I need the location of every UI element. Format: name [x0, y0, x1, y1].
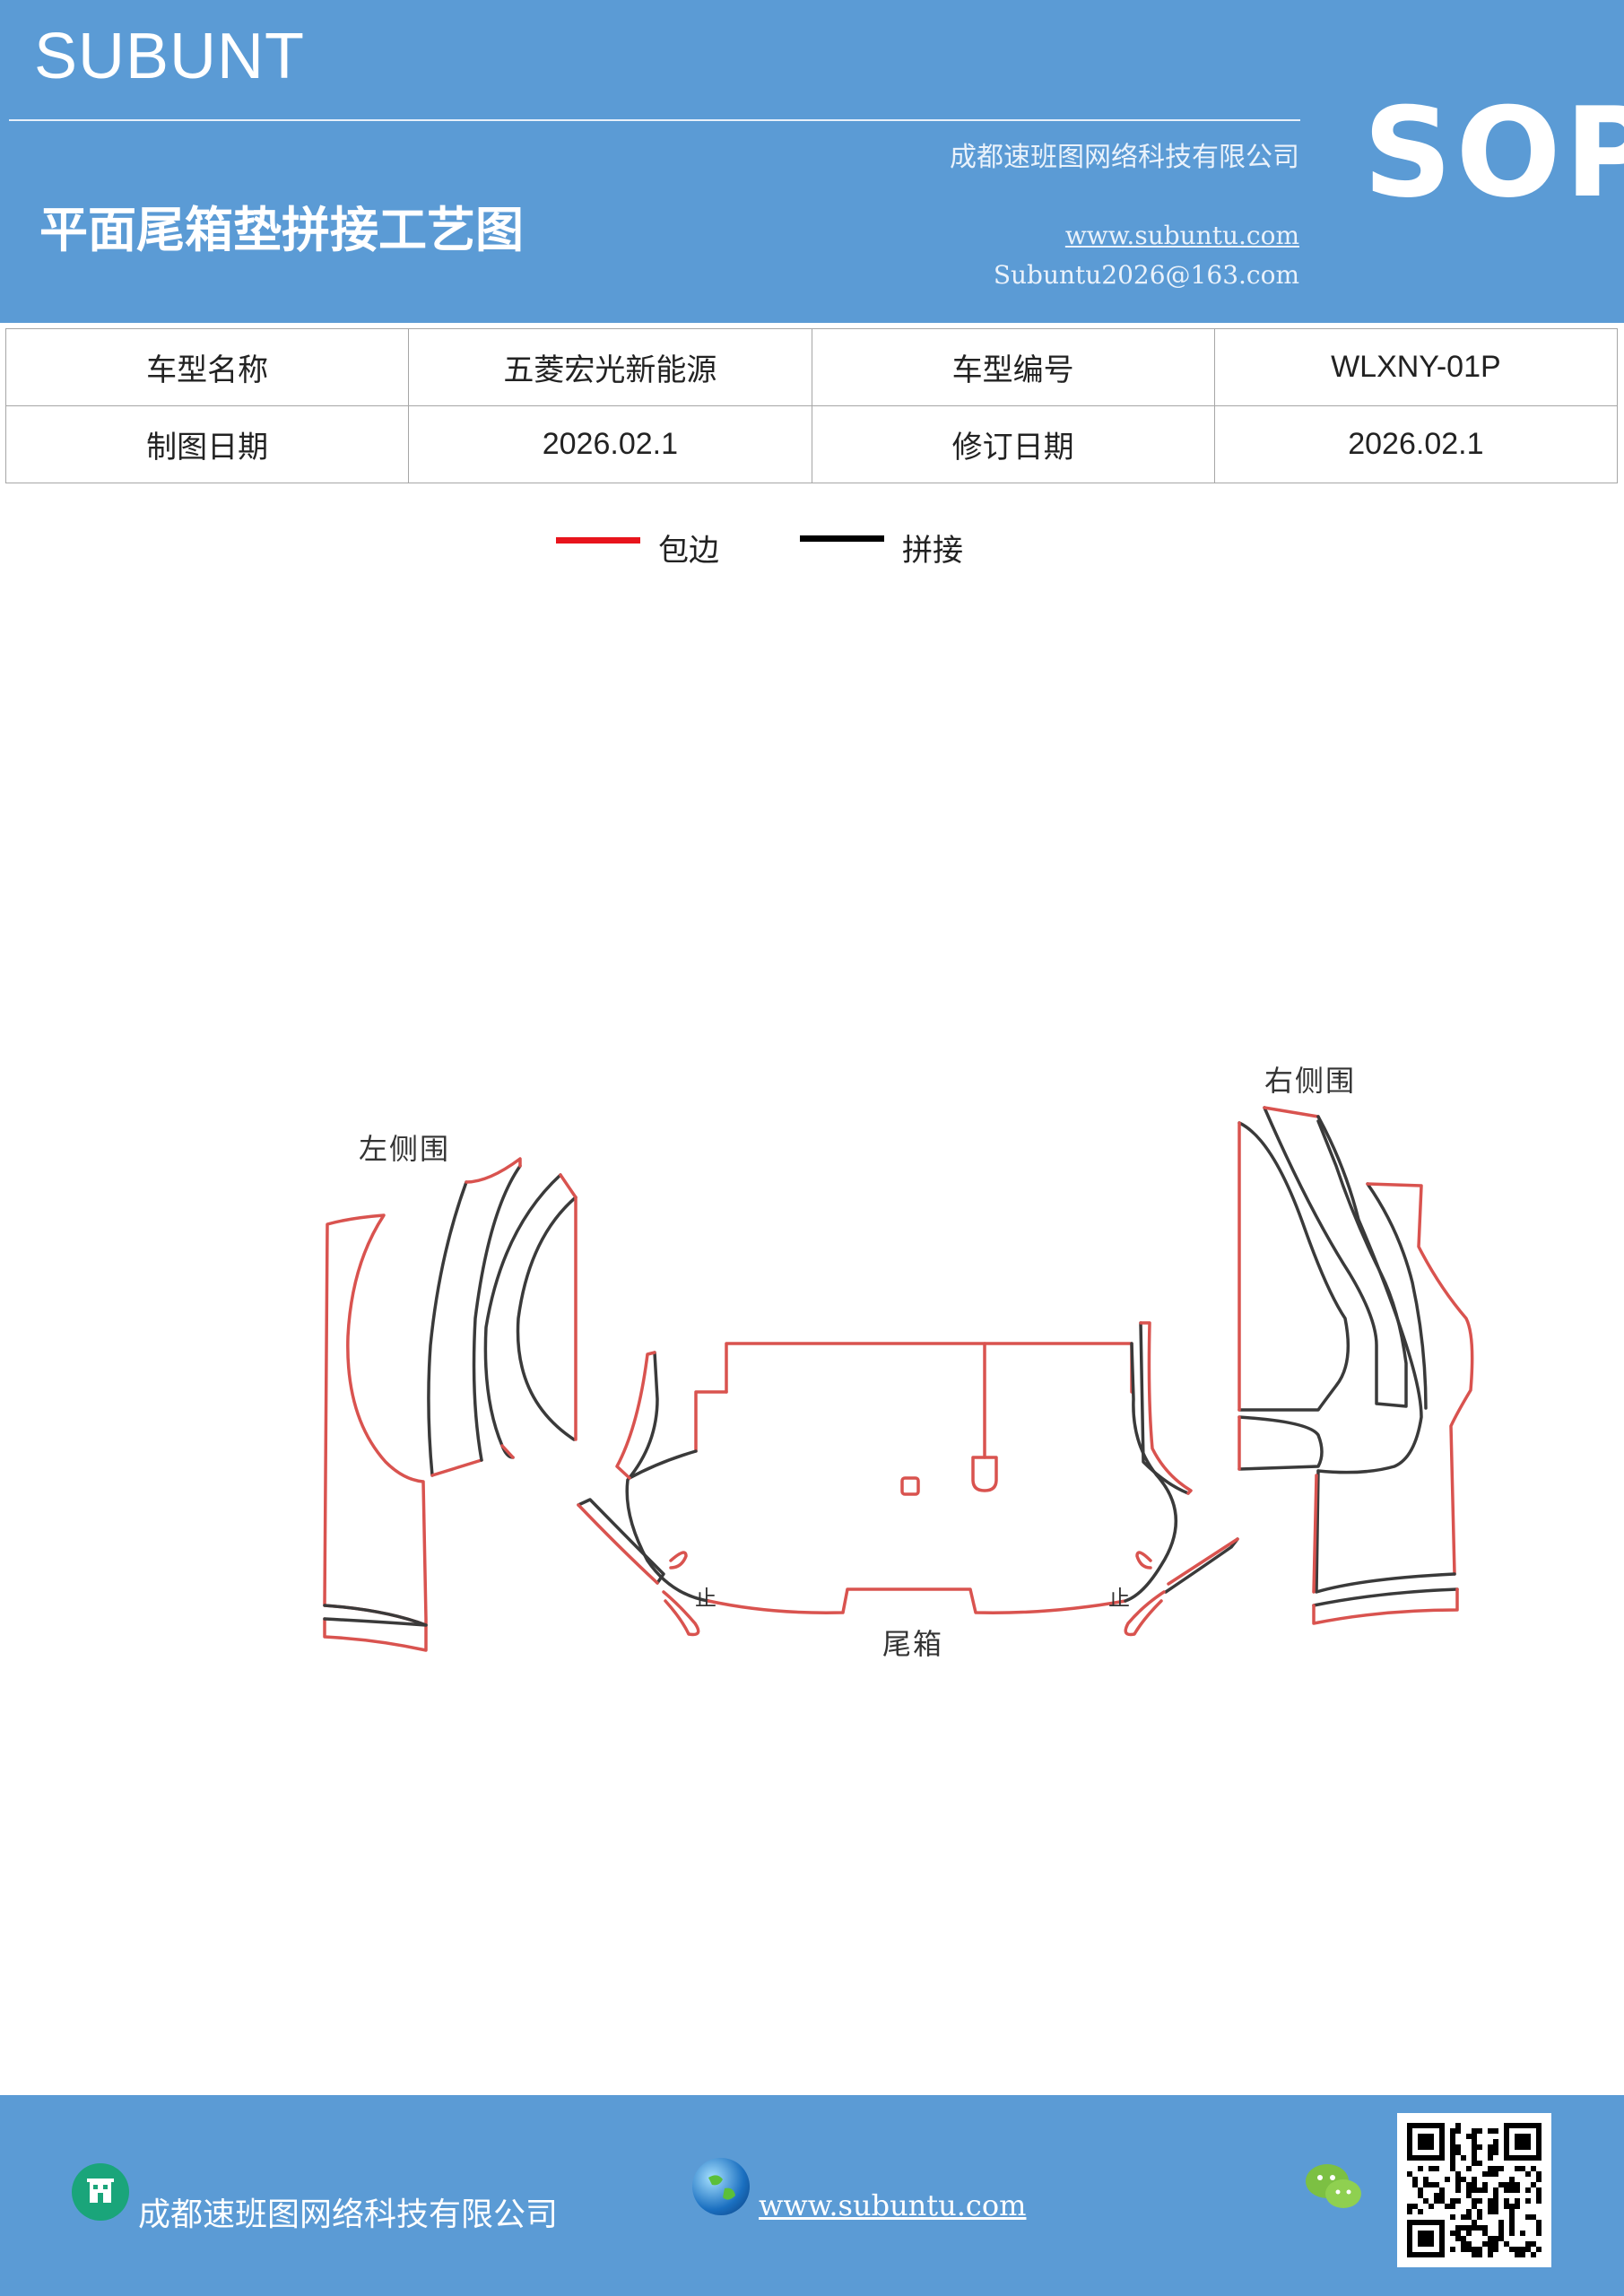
stop-mark-left: 止	[695, 1586, 718, 1611]
revise-date-value: 2026.02.1	[1213, 405, 1619, 483]
trunk-top-edge	[725, 1342, 1133, 1394]
left-strip-3-edge	[500, 1444, 515, 1459]
stop-mark-right: 止	[1108, 1586, 1132, 1611]
left-panel-outer-edge	[323, 1213, 428, 1627]
left-side-panels	[323, 1157, 578, 1652]
footer-company: 成都速班图网络科技有限公司	[138, 2196, 559, 2233]
trunk-top-left-step	[694, 1390, 728, 1453]
model-code-label: 车型编号	[811, 328, 1215, 406]
sop-badge: SOP	[1363, 81, 1624, 225]
right-strip-3-seam	[1366, 1182, 1428, 1410]
trunk-left-flap-seam	[577, 1498, 665, 1585]
left-strip-1-seam	[427, 1180, 468, 1477]
trunk-left-edge	[615, 1351, 656, 1480]
right-side-label: 右侧围	[1264, 1064, 1357, 1098]
right-foot-seam	[1312, 1587, 1459, 1607]
header-divider	[9, 119, 1300, 121]
header-url-link[interactable]: www.subuntu.com	[1064, 221, 1299, 250]
trunk-right-seam	[1124, 1342, 1178, 1603]
right-side-panels	[1238, 1106, 1474, 1625]
left-panel-seam-1	[323, 1604, 428, 1627]
footer-url-link[interactable]: www.subuntu.com	[759, 2188, 1027, 2222]
qr-code-icon[interactable]	[1397, 2113, 1551, 2267]
model-name-value: 五菱宏光新能源	[408, 328, 812, 406]
trunk-bottom-edge	[707, 1587, 1127, 1614]
trunk-left-hook-edge	[662, 1590, 700, 1637]
left-strip-4-seam	[516, 1196, 578, 1441]
legend-seam-label: 拼接	[902, 533, 963, 569]
trunk-right-flap-seam	[1164, 1537, 1239, 1594]
header-company: 成都速班图网络科技有限公司	[950, 142, 1299, 173]
left-strip-4-edge	[559, 1173, 578, 1441]
footer-banner: 成都速班图网络科技有限公司 www.subuntu.com	[0, 2095, 1624, 2296]
right-foot-edge	[1312, 1587, 1459, 1625]
page-title: 平面尾箱垫拼接工艺图	[39, 202, 524, 258]
legend-edge-swatch	[556, 537, 640, 544]
right-strip-1-edge	[1263, 1106, 1320, 1118]
left-panel-bottom-edge	[323, 1617, 428, 1652]
right-strip-1-seam	[1263, 1106, 1408, 1408]
left-strip-1-edge	[430, 1458, 483, 1477]
table-row: 车型名称 五菱宏光新能源 车型编号 WLXNY-01P	[4, 328, 1619, 406]
draw-date-label: 制图日期	[4, 405, 410, 483]
building-icon	[72, 2163, 129, 2221]
header-email: Subuntu2026@163.com	[993, 260, 1299, 290]
splice-diagram	[323, 1106, 1474, 1652]
left-strip-2-edge	[465, 1157, 522, 1184]
trunk-right-loop-edge	[1135, 1551, 1152, 1570]
header-banner: SUBUNT 成都速班图网络科技有限公司 平面尾箱垫拼接工艺图 www.subu…	[0, 0, 1624, 323]
legend-seam-swatch	[800, 535, 884, 542]
trunk-left-seam	[625, 1351, 710, 1603]
vehicle-info-table: 车型名称 五菱宏光新能源 车型编号 WLXNY-01P 制图日期 2026.02…	[4, 328, 1619, 483]
draw-date-value: 2026.02.1	[408, 405, 812, 483]
right-bottom-edge	[1312, 1474, 1318, 1594]
revise-date-label: 修订日期	[811, 405, 1215, 483]
model-code-value: WLXNY-01P	[1213, 328, 1619, 406]
trunk-right-hook-edge	[1124, 1590, 1166, 1637]
right-bottom-seam	[1315, 1469, 1456, 1594]
globe-icon	[692, 2158, 750, 2215]
trunk-left-flap-edge	[577, 1503, 659, 1585]
brand-name: SUBUNT	[34, 21, 306, 92]
left-strip-2-seam	[472, 1164, 522, 1462]
trunk-mat	[577, 1321, 1239, 1637]
trunk-small-slot	[900, 1476, 920, 1496]
trunk-label: 尾箱	[882, 1627, 944, 1661]
table-row: 制图日期 2026.02.1 修订日期 2026.02.1	[4, 405, 1619, 483]
left-panel-seam-2	[323, 1617, 428, 1627]
trunk-left-seam-2	[628, 1449, 698, 1480]
legend-edge-label: 包边	[658, 533, 719, 569]
right-strip-3-edge	[1366, 1182, 1474, 1576]
trunk-right-flap-edge	[1167, 1537, 1239, 1586]
wechat-icon[interactable]	[1302, 2160, 1365, 2213]
trunk-left-loop-edge	[669, 1551, 688, 1570]
trunk-right-seam-2	[1139, 1321, 1190, 1495]
right-panel-lower-seam	[1238, 1415, 1324, 1471]
right-strip-2-seam	[1316, 1115, 1423, 1474]
right-panel-main-seam	[1238, 1121, 1350, 1412]
model-name-label: 车型名称	[4, 328, 410, 406]
left-strip-3-seam	[483, 1173, 562, 1459]
trunk-right-edge	[1139, 1321, 1193, 1495]
trunk-center-tab	[971, 1456, 998, 1492]
left-side-label: 左侧围	[359, 1132, 451, 1166]
